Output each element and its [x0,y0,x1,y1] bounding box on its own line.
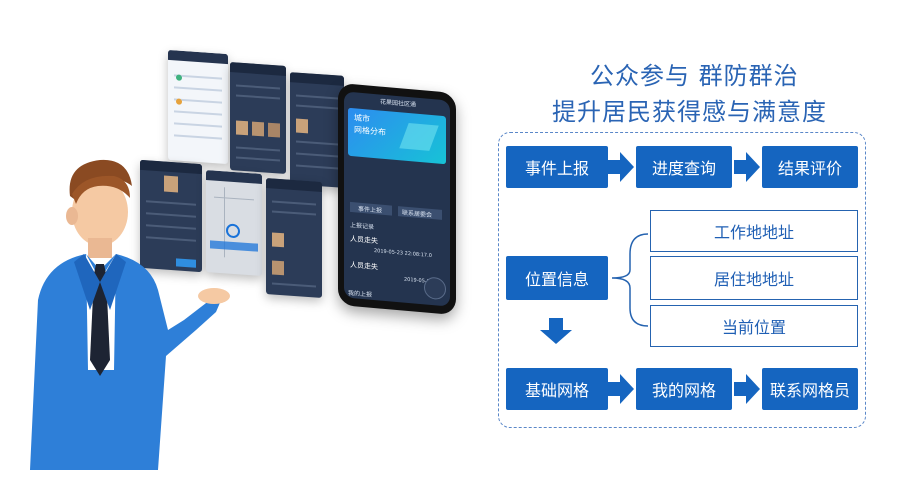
phone-header: 花果园社区通 [380,98,417,109]
phone-footer: 我的上报 [348,289,373,299]
arrow-right-icon [734,374,762,404]
arrow-right-icon [734,152,762,182]
record1-title: 人员走失 [350,234,378,246]
mic-button-icon[interactable] [424,276,446,301]
title-line-1: 公众参与 群防群治 [590,62,799,90]
bracket-connector [611,233,649,327]
base-grid-box[interactable]: 基础网格 [506,368,608,410]
illustration: 花果园社区通 城市 网格分布 事件上报 联系居委会 上报记录 人员走失 2019… [30,49,456,470]
app-screen-5 [266,178,322,298]
event-report-box[interactable]: 事件上报 [506,146,608,188]
tab-contact-label: 联系居委会 [402,209,433,220]
home-address-box[interactable]: 居住地地址 [650,256,858,300]
record2-title: 人员走失 [350,260,378,272]
flow-frame [498,132,866,428]
my-grid-box[interactable]: 我的网格 [636,368,732,410]
person-illustration [30,159,230,470]
phone-screen: 花果园社区通 城市 网格分布 事件上报 联系居委会 上报记录 人员走失 2019… [344,91,450,307]
phone: 花果园社区通 城市 网格分布 事件上报 联系居委会 上报记录 人员走失 2019… [338,82,456,316]
phone-tab-report[interactable]: 事件上报 [350,201,392,216]
arrow-down-icon [540,318,572,346]
phone-tab-contact[interactable]: 联系居委会 [398,206,442,220]
arrow-right-icon [608,374,636,404]
work-address-box[interactable]: 工作地地址 [650,210,858,252]
tab-report-label: 事件上报 [358,205,383,215]
result-evaluation-box[interactable]: 结果评价 [762,146,858,188]
banner-line2: 网格分布 [354,125,386,138]
location-info-box[interactable]: 位置信息 [506,256,608,300]
records-title: 上报记录 [350,221,375,231]
contact-grid-officer-box[interactable]: 联系网格员 [762,368,858,410]
app-screen-1 [168,49,228,165]
title-line-2: 提升居民获得感与满意度 [552,98,827,126]
record1-date: 2019-05-23 22:08:17.0 [374,247,432,260]
progress-query-box[interactable]: 进度查询 [636,146,732,188]
banner-line1: 城市 [354,113,370,124]
phone-banner: 城市 网格分布 [348,107,446,165]
app-screen-3 [290,72,344,188]
arrow-right-icon [608,152,636,182]
current-location-box[interactable]: 当前位置 [650,305,858,347]
